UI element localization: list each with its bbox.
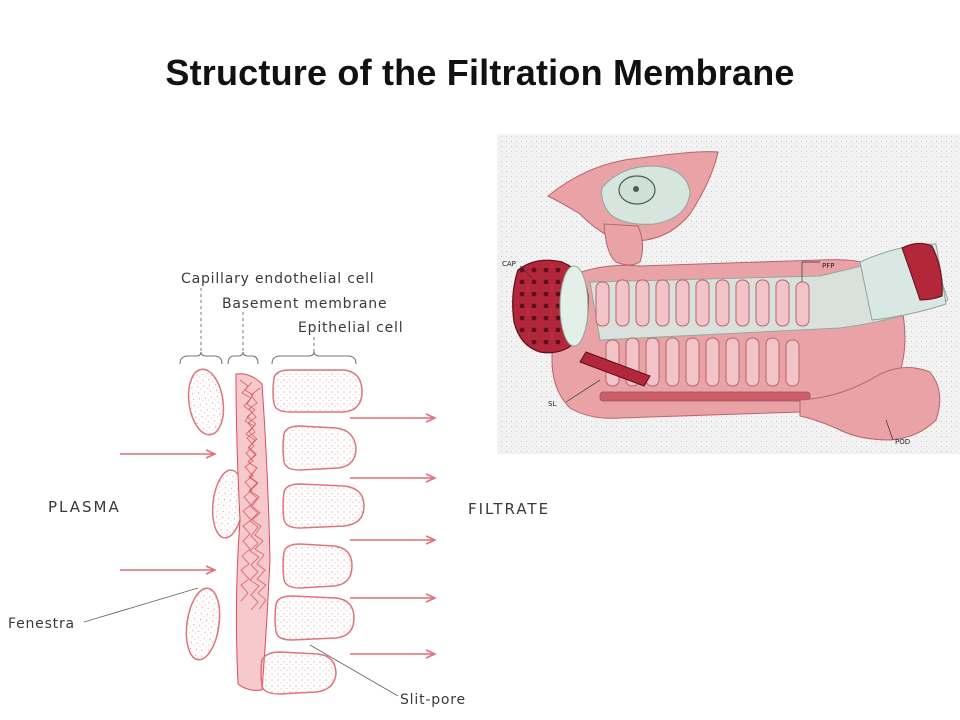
capillary-endothelial-cell-label: Capillary endothelial cell xyxy=(181,271,374,287)
slit-pore-label: Slit-pore xyxy=(400,692,466,708)
filtrate-label: FILTRATE xyxy=(468,500,550,518)
sl-label: SL xyxy=(548,400,556,408)
epithelial-cells xyxy=(261,370,364,694)
cap-label: CAP xyxy=(502,260,516,268)
epithelial-cell xyxy=(283,484,364,528)
podocyte-illustration: CAP PFP SL POD xyxy=(497,134,960,454)
plasma-arrows xyxy=(120,454,214,570)
pfp-label: PFP xyxy=(822,262,834,270)
basement-membrane xyxy=(236,374,270,691)
label-braces xyxy=(180,352,356,364)
epithelial-cell xyxy=(275,596,354,640)
pedicel-bases xyxy=(600,392,810,401)
epithelial-cell xyxy=(273,370,362,412)
epithelial-cell xyxy=(283,426,356,470)
endothelial-cell xyxy=(185,367,228,437)
epithelial-cell xyxy=(261,652,336,694)
fenestra-label: Fenestra xyxy=(8,616,75,632)
pod-label: POD xyxy=(895,438,910,446)
nucleolus xyxy=(633,186,639,192)
epithelial-cell-label: Epithelial cell xyxy=(298,320,403,336)
endothelial-cell xyxy=(182,586,224,662)
capillary-lumen xyxy=(560,266,588,346)
epithelial-cell xyxy=(283,544,352,588)
plasma-label: PLASMA xyxy=(48,498,121,516)
pedicel-row-upper xyxy=(596,280,809,326)
filtrate-arrows xyxy=(350,418,434,654)
basement-membrane-label: Basement membrane xyxy=(222,296,387,312)
filtration-schematic: Capillary endothelial cell Basement memb… xyxy=(8,271,550,708)
